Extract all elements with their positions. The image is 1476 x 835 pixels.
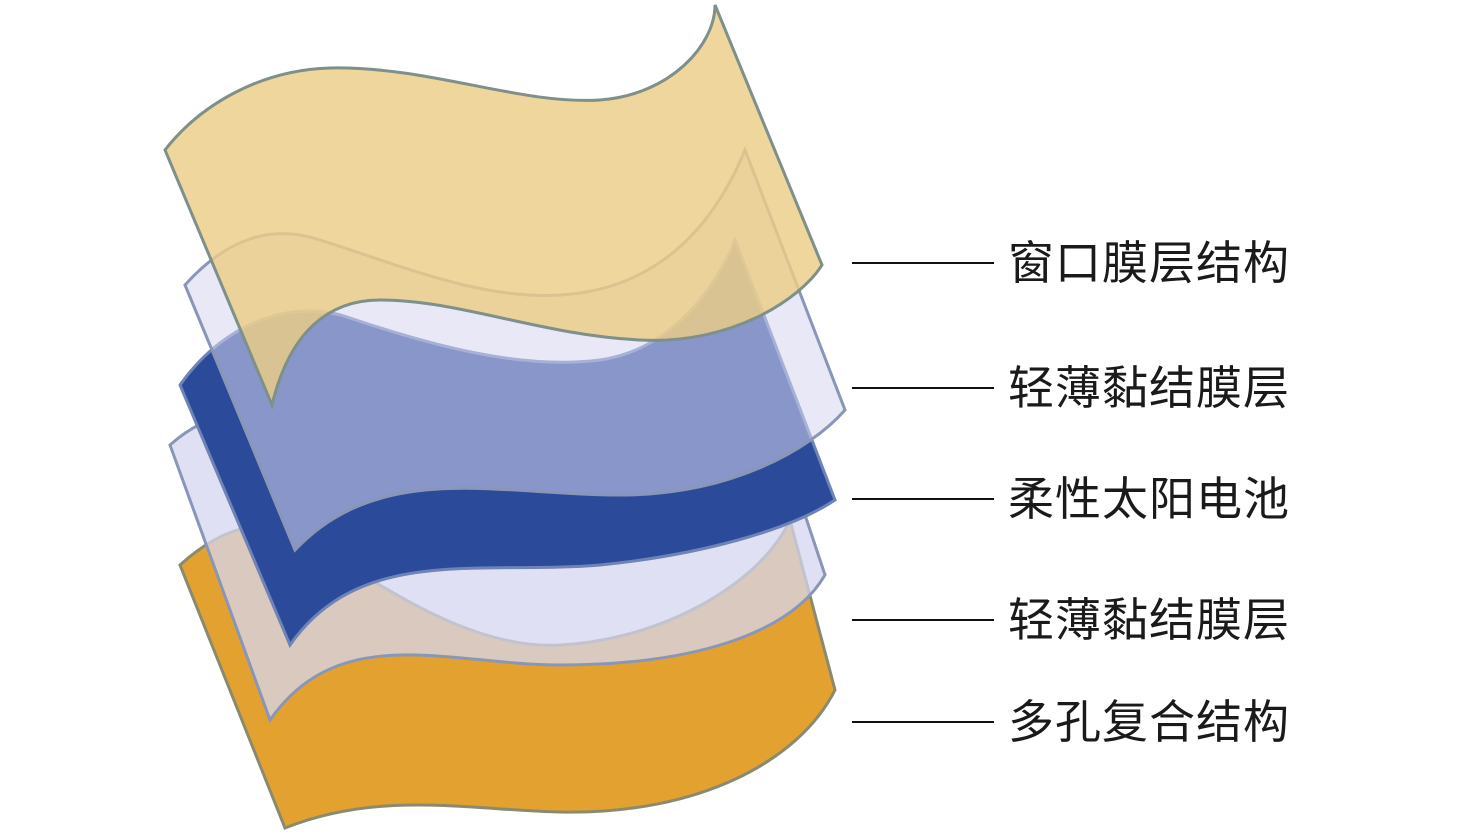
window-film-layer — [163, 4, 824, 410]
leader-line — [852, 387, 994, 389]
label-adhesive-top: 轻薄黏结膜层 — [852, 358, 1290, 418]
label-window-film: 窗口膜层结构 — [852, 233, 1290, 293]
label-porous-composite: 多孔复合结构 — [852, 692, 1290, 752]
label-text: 轻薄黏结膜层 — [1008, 361, 1290, 415]
leader-line — [852, 498, 994, 500]
label-text: 轻薄黏结膜层 — [1008, 593, 1290, 647]
leader-line — [852, 721, 994, 723]
leader-line — [852, 619, 994, 621]
label-adhesive-bottom: 轻薄黏结膜层 — [852, 590, 1290, 650]
label-text: 窗口膜层结构 — [1008, 236, 1290, 290]
label-text: 柔性太阳电池 — [1008, 472, 1290, 526]
label-text: 多孔复合结构 — [1008, 695, 1290, 749]
label-solar-cell: 柔性太阳电池 — [852, 469, 1290, 529]
leader-line — [852, 262, 994, 264]
